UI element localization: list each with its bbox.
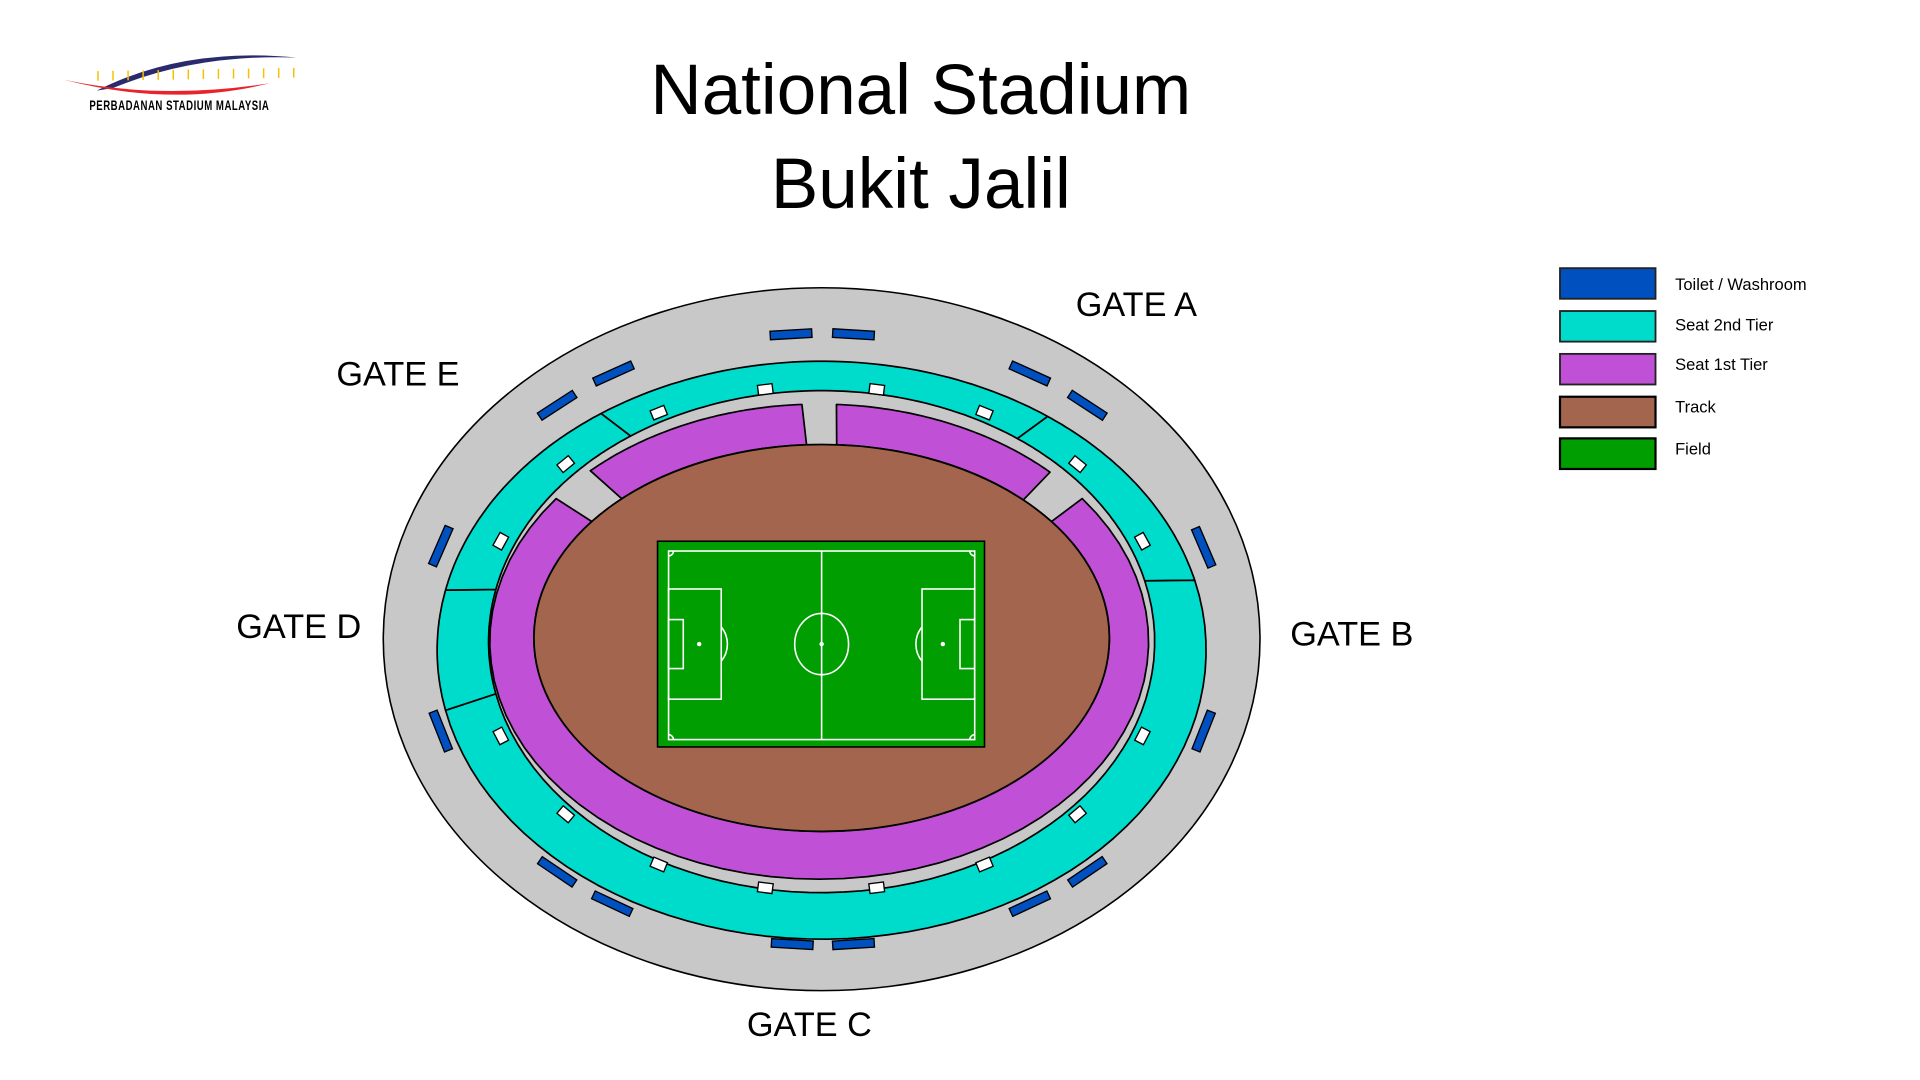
- toilet-icon[interactable]: [427, 524, 454, 568]
- legend: Toilet / Washroom Seat 2nd Tier Seat 1st…: [1558, 267, 1807, 471]
- exit-icon[interactable]: [1133, 531, 1152, 551]
- toilet-icon[interactable]: [1190, 525, 1217, 570]
- toilet-icon[interactable]: [770, 937, 814, 951]
- field[interactable]: [656, 540, 986, 748]
- toilet-icon[interactable]: [536, 855, 578, 888]
- gate-d-label: GATE D: [236, 608, 361, 646]
- page-title-line1: National Stadium: [650, 51, 1191, 130]
- legend-label: Toilet / Washroom: [1675, 275, 1807, 294]
- legend-swatch-field: [1558, 437, 1657, 471]
- center-circle: [793, 612, 850, 676]
- exit-icon[interactable]: [868, 881, 886, 895]
- legend-item-seat-1st-tier: Seat 1st Tier: [1559, 352, 1768, 386]
- toilet-icon[interactable]: [769, 328, 813, 341]
- exit-icon[interactable]: [492, 726, 510, 746]
- left-penalty-spot: [696, 641, 702, 647]
- logo-navy-arc: [96, 55, 297, 91]
- seat-2nd-tier-section-west[interactable]: [436, 588, 497, 712]
- toilet-icon[interactable]: [1191, 709, 1217, 753]
- gate-e-label: GATE E: [336, 356, 459, 394]
- left-penalty-arc: [720, 626, 729, 662]
- left-goal-box: [667, 618, 685, 670]
- toilet-icon[interactable]: [590, 890, 634, 918]
- corner-arcs: [668, 550, 975, 740]
- gate-c-label: GATE C: [747, 1006, 872, 1044]
- exit-icon[interactable]: [649, 856, 669, 873]
- page-title-line2: Bukit Jalil: [771, 145, 1071, 224]
- logo-red-arc: [63, 79, 270, 95]
- legend-swatch-toilet: [1559, 267, 1657, 300]
- stadium: [382, 286, 1261, 992]
- legend-swatch-track: [1558, 395, 1657, 429]
- right-penalty-spot: [940, 641, 946, 647]
- right-penalty-arc: [915, 626, 923, 662]
- legend-item-toilet: Toilet / Washroom: [1559, 267, 1807, 300]
- legend-label: Field: [1675, 439, 1711, 458]
- legend-label: Seat 2nd Tier: [1675, 316, 1774, 335]
- toilets: [427, 328, 1217, 951]
- logo-yellow-ticks: [97, 67, 295, 81]
- toilet-icon[interactable]: [831, 937, 876, 951]
- legend-item-track: Track: [1558, 395, 1717, 429]
- legend-item-seat-2nd-tier: Seat 2nd Tier: [1559, 310, 1774, 343]
- seat-2nd-tier-section-northwest[interactable]: [444, 412, 632, 591]
- exit-icon[interactable]: [756, 881, 774, 895]
- logo-text: PERBADANAN STADIUM MALAYSIA: [89, 98, 269, 113]
- right-goal-box: [959, 618, 976, 670]
- gate-b-label: GATE B: [1290, 615, 1413, 653]
- exit-icon[interactable]: [756, 382, 774, 396]
- exit-icon[interactable]: [974, 856, 995, 873]
- legend-swatch-seat-1st-tier: [1559, 352, 1657, 386]
- exit-icon[interactable]: [492, 531, 510, 551]
- toilet-icon[interactable]: [1008, 890, 1052, 918]
- toilet-icon[interactable]: [1066, 389, 1109, 422]
- exit-icon[interactable]: [555, 804, 576, 824]
- exit-icon[interactable]: [1067, 804, 1088, 824]
- exit-icon[interactable]: [868, 382, 886, 396]
- legend-swatch-seat-2nd-tier: [1559, 310, 1657, 343]
- perbadanan-stadium-malaysia-logo: PERBADANAN STADIUM MALAYSIA: [63, 55, 297, 113]
- exit-icon[interactable]: [1133, 726, 1152, 746]
- legend-label: Seat 1st Tier: [1675, 355, 1768, 374]
- exit-icon[interactable]: [555, 454, 576, 474]
- toilet-icon[interactable]: [1066, 855, 1108, 888]
- toilet-icon[interactable]: [536, 389, 578, 422]
- toilet-icon[interactable]: [428, 709, 454, 753]
- legend-item-field: Field: [1558, 437, 1711, 471]
- seat-2nd-tier: [436, 360, 1207, 941]
- toilet-icon[interactable]: [1008, 360, 1052, 387]
- legend-label: Track: [1675, 398, 1716, 417]
- exit-icon[interactable]: [1067, 454, 1088, 474]
- toilet-icon[interactable]: [591, 360, 636, 387]
- exit-icon[interactable]: [649, 404, 669, 421]
- center-spot: [819, 641, 824, 647]
- exit-icon[interactable]: [974, 404, 995, 421]
- exits: [492, 382, 1152, 895]
- toilet-icon[interactable]: [831, 328, 876, 341]
- gate-a-label: GATE A: [1076, 286, 1197, 324]
